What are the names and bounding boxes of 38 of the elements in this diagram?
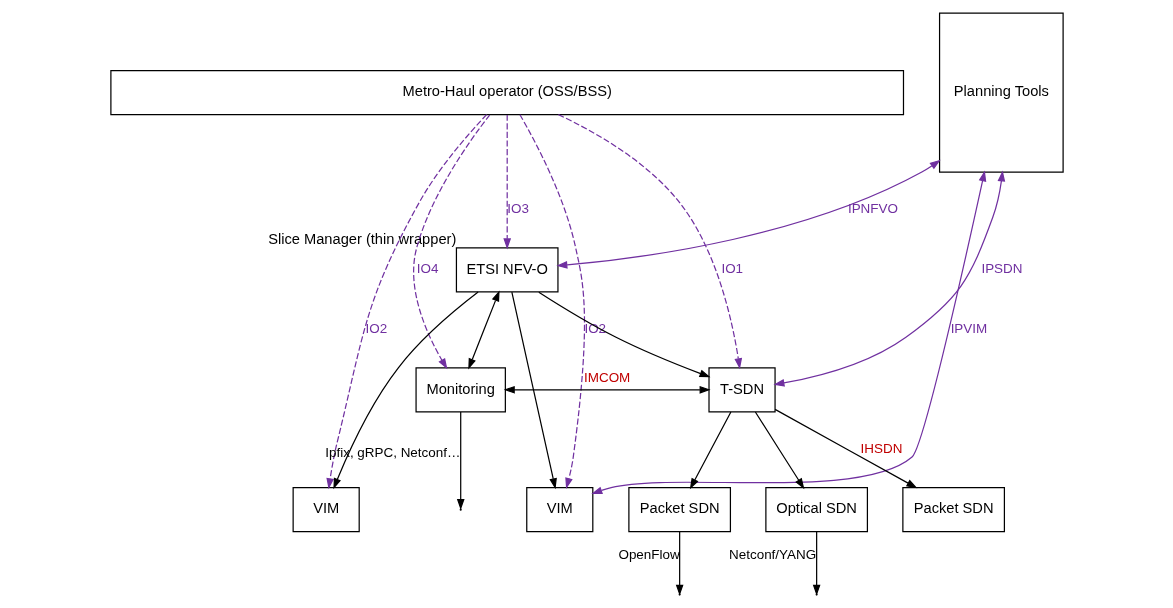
- arrow: [502, 114, 511, 250]
- arrow: [590, 170, 986, 494]
- edge-label: IPNFVO: [847, 201, 898, 217]
- node-box: ETSI NFV-O: [455, 247, 559, 293]
- arrow: [518, 114, 585, 489]
- arrow: [774, 408, 917, 489]
- edge-label: IPVIM: [950, 321, 987, 337]
- edge-label: IO4: [416, 261, 439, 277]
- edge-label: IMCOM: [583, 370, 630, 386]
- arrow: [412, 114, 490, 370]
- node-box: Monitoring: [414, 367, 506, 413]
- arrow: [537, 291, 710, 378]
- node-box: Packet SDN: [901, 487, 1005, 533]
- arrow: [510, 291, 557, 490]
- arrow: [754, 411, 804, 490]
- edge-label: IO3: [506, 201, 529, 217]
- edge-label: Netconf/YANG: [728, 546, 816, 562]
- edge-label: IO2: [364, 321, 387, 337]
- node-box: T-SDN: [707, 367, 776, 413]
- node-box: VIM: [525, 487, 593, 533]
- node-label: Slice Manager (thin wrapper): [267, 230, 456, 247]
- arrow: [503, 385, 711, 394]
- arrow: [557, 114, 742, 370]
- node-box: VIM: [292, 487, 360, 533]
- arrow: [689, 411, 731, 490]
- node-box: Optical SDN: [764, 487, 868, 533]
- arrow: [456, 411, 465, 511]
- arrow: [467, 290, 500, 370]
- node-box: Packet SDN: [627, 487, 731, 533]
- node-box: Metro-Haul operator (OSS/BSS): [109, 69, 904, 116]
- edge-label: IHSDN: [860, 441, 902, 457]
- arrow: [325, 114, 487, 490]
- node-box: Planning Tools: [938, 12, 1064, 173]
- arrow: [772, 170, 1005, 387]
- edge-label: IO1: [720, 261, 743, 277]
- edge-label: IPSDN: [980, 261, 1022, 277]
- arrow: [555, 159, 941, 269]
- arrow: [332, 291, 479, 490]
